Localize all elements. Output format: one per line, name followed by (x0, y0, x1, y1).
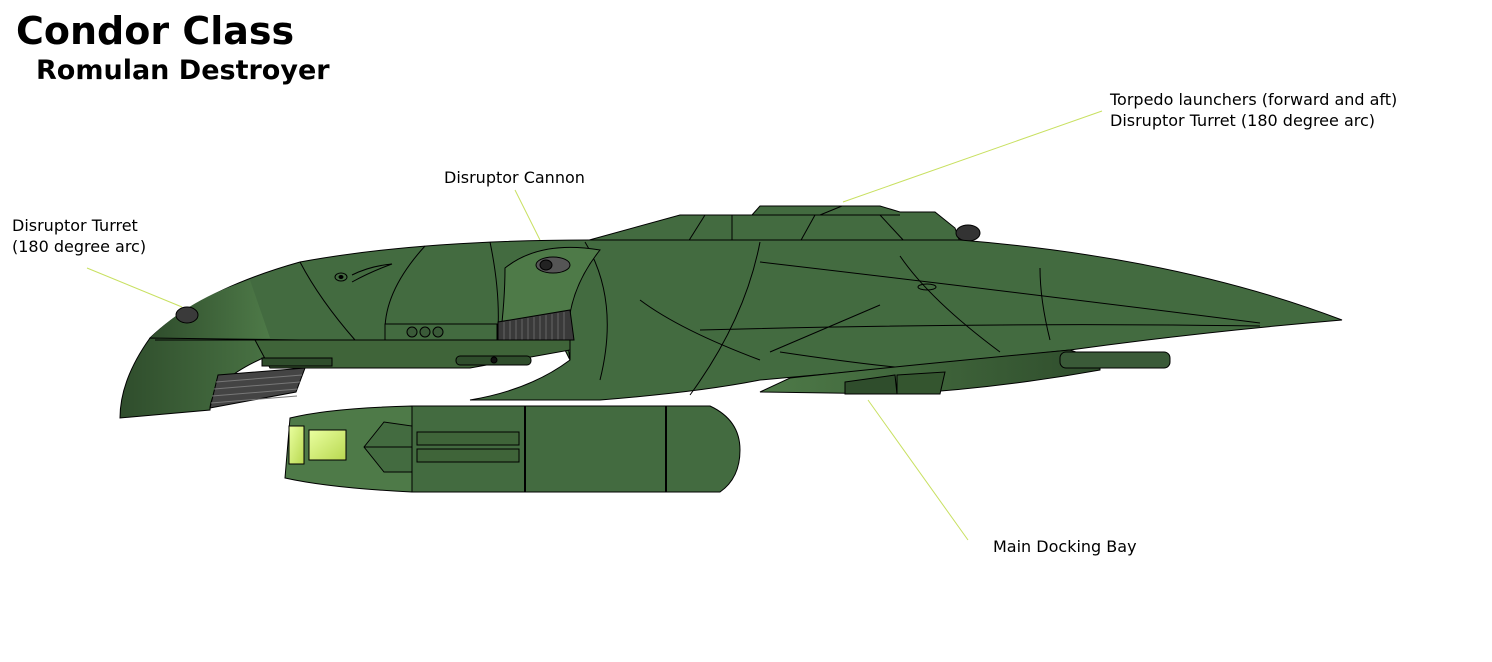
leader-line-cannon (514, 189, 541, 241)
dorsal-torpedo-turret (955, 224, 981, 242)
callout-turret-line-1: Disruptor Turret (12, 216, 138, 235)
callout-disruptor-turret: Disruptor Turret (180 degree arc) (12, 215, 146, 257)
page-title: Condor Class (16, 9, 295, 53)
lower-forward-hull (209, 339, 571, 409)
callout-torpedo-line-2: Disruptor Turret (180 degree arc) (1110, 111, 1376, 130)
callout-turret-line-2: (180 degree arc) (12, 237, 147, 256)
callout-docking-line-1: Main Docking Bay (993, 537, 1137, 556)
page-subtitle: Romulan Destroyer (36, 55, 330, 86)
leader-line-torpedo (842, 110, 1103, 203)
callout-torpedo-line-1: Torpedo launchers (forward and aft) (1110, 90, 1398, 109)
port-cluster (384, 323, 498, 341)
callout-main-docking-bay: Main Docking Bay (993, 536, 1137, 557)
callout-cannon-line-1: Disruptor Cannon (444, 168, 585, 187)
callout-torpedo-launchers: Torpedo launchers (forward and aft) Disr… (1110, 89, 1397, 131)
vent-grille (497, 309, 575, 341)
main-docking-bay (759, 349, 1171, 395)
dorsal-superstructure (581, 205, 961, 243)
leader-line-docking (867, 399, 969, 541)
leader-line-turret (86, 267, 183, 308)
leader-lines (86, 110, 1103, 541)
hull-sensor (334, 263, 937, 291)
main-hull (119, 239, 1343, 419)
bow-disruptor-turret (175, 306, 199, 324)
warp-nacelle (284, 405, 741, 493)
callout-disruptor-cannon: Disruptor Cannon (444, 167, 585, 188)
